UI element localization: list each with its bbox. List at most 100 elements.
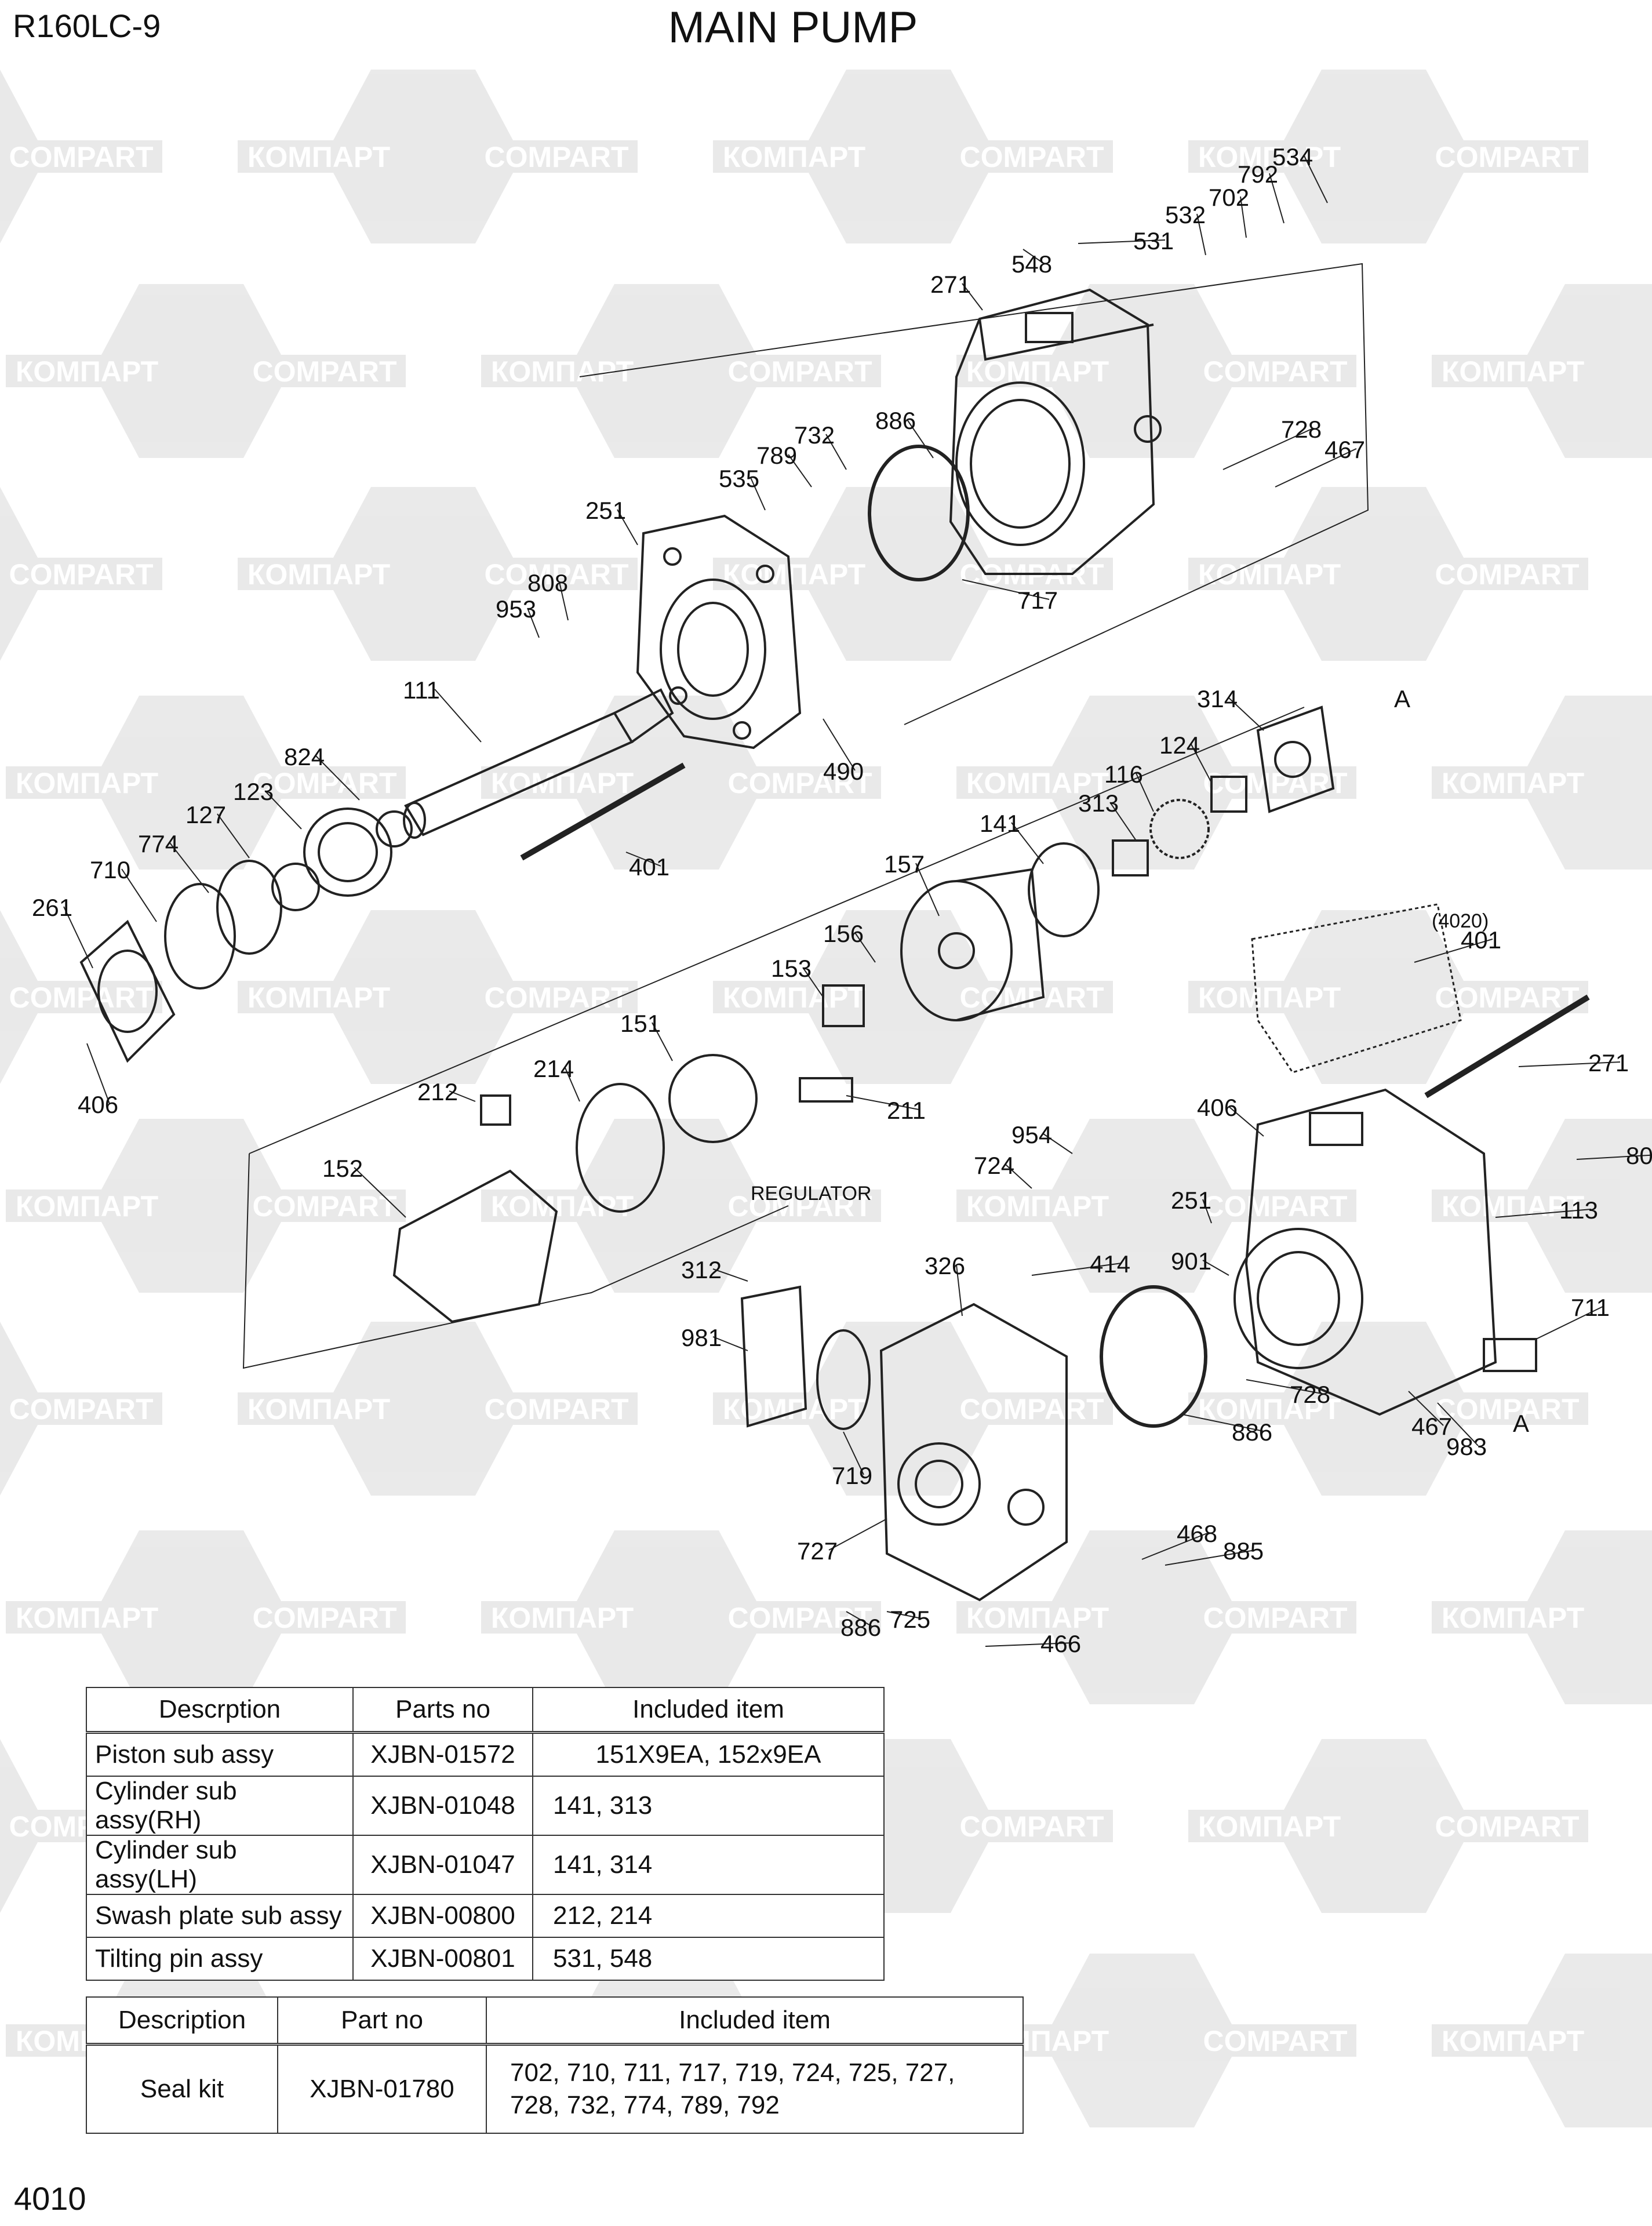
callout-label: 116	[1104, 761, 1143, 788]
cell-description: Piston sub assy	[86, 1731, 354, 1777]
callout-label: 886	[840, 1614, 881, 1641]
leader-line	[1043, 1133, 1073, 1154]
leader-line	[1023, 249, 1044, 264]
watermark-cyrillic: КОМПАРТ	[1198, 1393, 1341, 1425]
watermark-cyrillic: КОМПАРТ	[1198, 1810, 1341, 1843]
shoe-plate-153	[668, 1054, 758, 1143]
watermark-latin: COMPART	[9, 141, 153, 173]
callout-label: 214	[533, 1055, 574, 1082]
watermark-cyrillic: КОМПАРТ	[491, 1190, 634, 1223]
parts-table: Descrption Parts no Included item Piston…	[86, 1687, 885, 1981]
watermark-cyrillic: КОМПАРТ	[1442, 1190, 1584, 1223]
callout-label: 725	[890, 1606, 930, 1633]
watermark-cyrillic: КОМПАРТ	[16, 355, 158, 388]
watermark-tile: КОМПАРТ COMPART	[1188, 1322, 1588, 1496]
callout-label: 886	[875, 407, 916, 434]
leader-line	[1202, 1199, 1212, 1224]
callout-label: 953	[496, 595, 536, 623]
leader-line	[1136, 773, 1154, 812]
leader-line	[1275, 448, 1357, 488]
callout-label: 271	[930, 271, 971, 298]
header-description: Descrption	[86, 1687, 354, 1733]
watermark-cyrillic: КОМПАРТ	[248, 141, 390, 173]
watermark-cyrillic: КОМПАРТ	[1198, 558, 1341, 591]
watermark-cyrillic: КОМПАРТ	[16, 1190, 158, 1223]
cell-included-item: 151X9EA, 152x9EA	[532, 1731, 885, 1777]
watermark-latin: COMPART	[959, 141, 1104, 173]
ring-824	[376, 810, 413, 848]
callout-label: 212	[417, 1078, 458, 1105]
callout-label: 711	[1571, 1294, 1610, 1321]
callout-label: 467	[1411, 1413, 1452, 1440]
leader-line	[886, 1611, 922, 1619]
leader-line	[1031, 1263, 1122, 1276]
callout-label: 981	[681, 1324, 722, 1351]
callout-label: 414	[1090, 1250, 1130, 1278]
callout-label: 152	[322, 1155, 363, 1182]
leader-line	[1011, 822, 1044, 864]
cell-parts-no: XJBN-00800	[352, 1894, 533, 1938]
callout-label: 127	[185, 801, 226, 828]
cell-parts-no: XJBN-01572	[352, 1731, 533, 1777]
oring-710	[164, 883, 236, 990]
table-row: Tilting pin assy XJBN-00801 531, 548	[86, 1937, 885, 1981]
callout-label: 792	[1238, 161, 1278, 188]
leader-line	[652, 1022, 673, 1061]
watermark-latin: COMPART	[1203, 1190, 1347, 1223]
leader-line	[1202, 1260, 1229, 1276]
leader-line	[1408, 1391, 1444, 1426]
plate-211	[576, 1083, 665, 1213]
leader-line	[985, 1642, 1073, 1647]
leader-line	[559, 581, 569, 621]
cover-251	[636, 514, 802, 750]
leader-line	[750, 477, 766, 511]
callout-label: 824	[284, 743, 325, 770]
watermark-latin: COMPART	[252, 1190, 396, 1223]
upper-assembly-frame	[579, 263, 1369, 725]
callout-label: 886	[1232, 1418, 1272, 1446]
leader-line	[1078, 239, 1166, 244]
callout-label: A	[1513, 1410, 1529, 1437]
watermark-cyrillic: КОМПАРТ	[966, 767, 1109, 799]
bearing-124b	[1112, 839, 1149, 876]
cell-included-item: 212, 214	[532, 1894, 885, 1938]
piston-151	[799, 1077, 853, 1103]
leader-line	[1196, 213, 1206, 256]
callout-label: 251	[1171, 1187, 1211, 1214]
cell-description: Seal kit	[86, 2043, 278, 2134]
cell-parts-no: XJBN-01048	[352, 1776, 533, 1836]
table-row: Cylinder sub assy(LH) XJBN-01047 141, 31…	[86, 1835, 885, 1895]
callout-label: 531	[1133, 227, 1174, 254]
watermark-latin: COMPART	[484, 1393, 628, 1425]
included-items-line-2: 728, 732, 774, 789, 792	[510, 2091, 780, 2119]
valve-plate-313	[1028, 842, 1100, 937]
housing-312	[879, 1303, 1068, 1602]
leader-line	[527, 608, 540, 638]
leader-line	[1304, 155, 1328, 203]
leader-line	[1165, 1550, 1256, 1566]
table-row: Piston sub assy XJBN-01572 151X9EA, 152x…	[86, 1731, 885, 1777]
leader-line	[843, 1431, 864, 1475]
watermark-cyrillic: КОМПАРТ	[16, 1602, 158, 1634]
seal-kit-table: Description Part no Included item Seal k…	[86, 1996, 1024, 2134]
watermark-cyrillic: КОМПАРТ	[966, 1190, 1109, 1223]
shaft-111	[403, 688, 674, 839]
watermark-latin: COMPART	[252, 1602, 396, 1634]
callout-label: 326	[925, 1252, 965, 1279]
cell-included-item: 141, 313	[532, 1776, 885, 1836]
seal-table-header: Description Part no Included item	[86, 1996, 1024, 2045]
callout-label: 313	[1078, 790, 1119, 817]
oring-711	[816, 1329, 871, 1430]
watermark-latin: COMPART	[1203, 767, 1347, 799]
leader-line	[1535, 1306, 1603, 1340]
watermark-cyrillic: КОМПАРТ	[1198, 981, 1341, 1014]
header-included-item: Included item	[486, 1996, 1024, 2045]
watermark-latin: COMPART	[1435, 1393, 1579, 1425]
